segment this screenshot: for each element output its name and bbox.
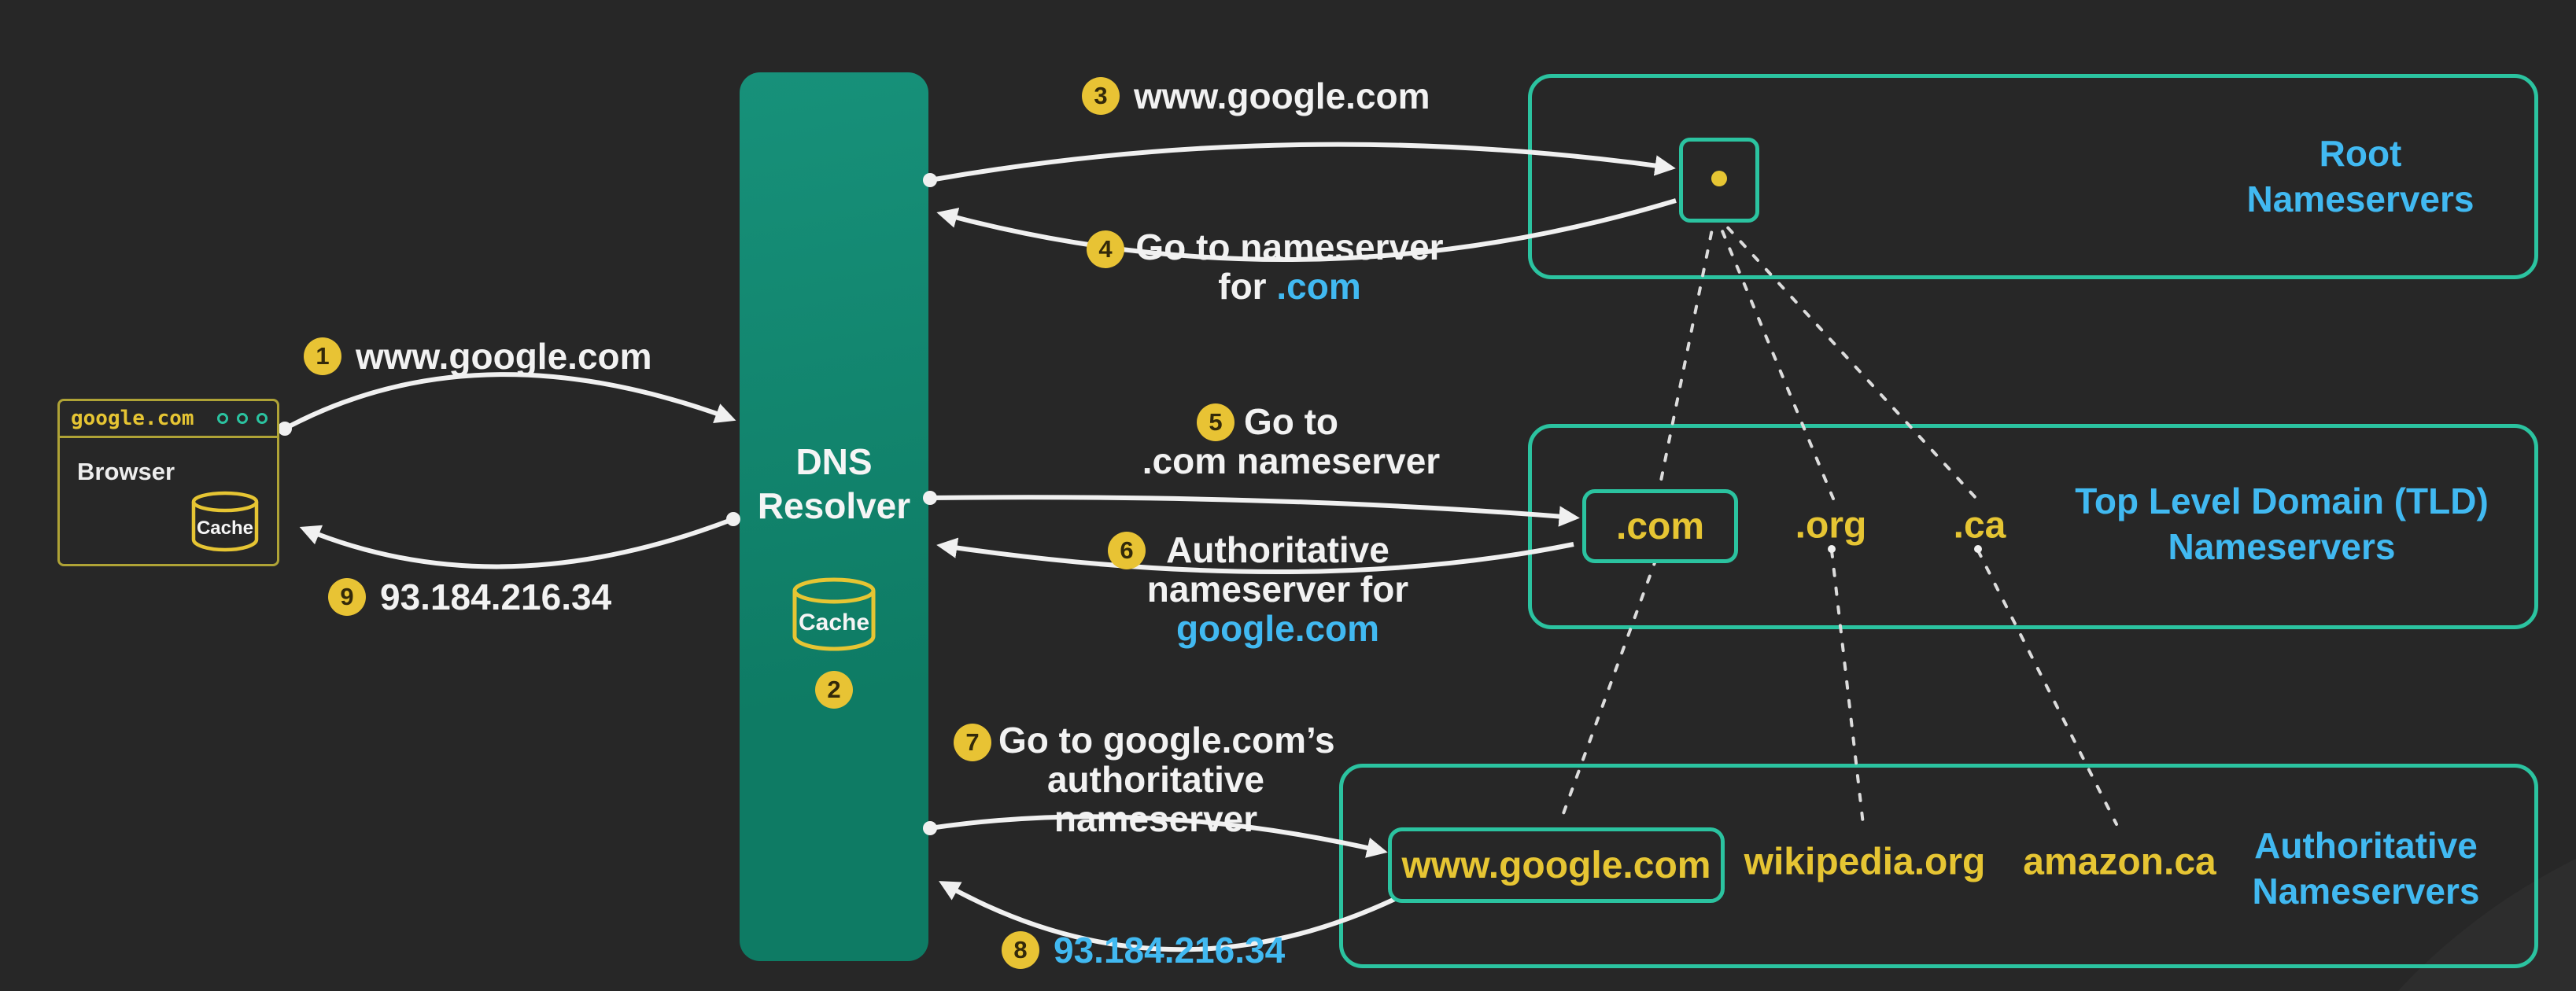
arrow-step-1 [283,372,736,431]
ca-tld-node: .ca [1953,504,2006,547]
tld-nameservers-title: Top Level Domain (TLD) Nameservers [2046,478,2518,569]
window-button-icon [237,413,248,424]
authoritative-nameservers-box [1339,764,2538,968]
step-7-line1: Go to google.com’s [998,720,1335,761]
resolver-cache-label: Cache [798,610,870,635]
google-authoritative-node: www.google.com [1388,827,1725,903]
step-8-label: 8 93.184.216.34 [1002,929,1285,971]
root-title-line2: Nameservers [2246,179,2475,219]
browser-cache-label: Cache [196,518,254,539]
step-2-badge: 2 [815,671,853,709]
step-7-line3: nameserver [1054,798,1258,839]
step-4-line1: Go to nameserver [1135,227,1444,267]
step-5-line2: .com nameserver [1142,440,1441,481]
amazon-authoritative-node: amazon.ca [2023,841,2216,883]
resolver-title-line1: DNS [795,441,873,482]
auth-title-line2: Nameservers [2252,871,2480,912]
root-nameservers-title: Root Nameservers [2124,131,2576,222]
browser-titlebar: google.com [60,401,277,438]
dot-browser-out [278,422,292,436]
step-8-badge: 8 [1002,931,1039,969]
tld-title-line1: Top Level Domain (TLD) [2075,481,2489,521]
auth-title-line1: Authoritative [2254,825,2478,866]
arrow-step-9 [299,517,735,569]
dns-resolver-title: DNS Resolver [740,440,928,528]
resolver-cache-icon: Cache [787,577,881,654]
wikipedia-authoritative-node: wikipedia.org [1744,841,1986,883]
com-tld-node: .com [1582,489,1738,563]
browser-label: Browser [77,458,175,485]
step-3-badge: 3 [1082,77,1120,115]
step-4-line2-accent: .com [1276,266,1361,307]
arrow-step-5 [929,495,1580,527]
step-8-text: 93.184.216.34 [1054,930,1286,971]
step-9-text: 93.184.216.34 [380,577,612,617]
step-9-badge: 9 [328,578,366,616]
org-tld-node: .org [1795,504,1867,547]
step-6-line1: Authoritative [1166,529,1389,570]
step-6-line2: nameserver for [1146,569,1409,610]
root-dot-label: . [1711,171,1727,186]
browser-url: google.com [71,407,194,430]
cache-cylinder-icon [792,577,876,651]
step-3-text: www.google.com [1134,76,1430,116]
step-6-line3-accent: google.com [1175,608,1380,649]
root-node: . [1679,138,1759,223]
window-button-icon [217,413,228,424]
step-3-label: 3 www.google.com [1082,75,1430,117]
step-1-text: www.google.com [356,336,652,377]
step-4-label: Go to nameserver for .com [1132,227,1447,306]
authoritative-nameservers-title: Authoritative Nameservers [2130,823,2576,914]
resolver-title-line2: Resolver [757,485,911,526]
step-7-badge: 7 [954,724,991,761]
dns-resolver [740,72,928,961]
step-5-label: Go to .com nameserver [1134,402,1449,481]
step-1-label: 1 www.google.com [304,335,652,378]
step-6-label: Authoritative nameserver for google.com [1120,530,1435,648]
root-title-line1: Root [2319,133,2402,174]
step-7-label: Go to google.com’s authoritative nameser… [998,720,1335,839]
step-9-label: 9 93.184.216.34 [328,576,611,618]
browser-window-buttons [217,413,268,424]
step-5-line1: Go to [1243,401,1339,442]
step-4-line2-prefix: for [1218,266,1277,307]
cache-cylinder-icon [191,491,259,552]
step-7-line2: authoritative [1046,759,1265,800]
browser-cache-icon: Cache [186,491,264,554]
step-5-badge: 5 [1197,403,1234,441]
step-4-line2: for .com [1132,267,1447,306]
browser-window: google.com Browser Cache [57,399,279,566]
step-4-badge: 4 [1087,230,1124,268]
tld-title-line2: Nameservers [2168,526,2396,567]
step-1-badge: 1 [304,337,341,375]
window-button-icon [256,413,268,424]
dot-resolver-left [726,512,740,526]
